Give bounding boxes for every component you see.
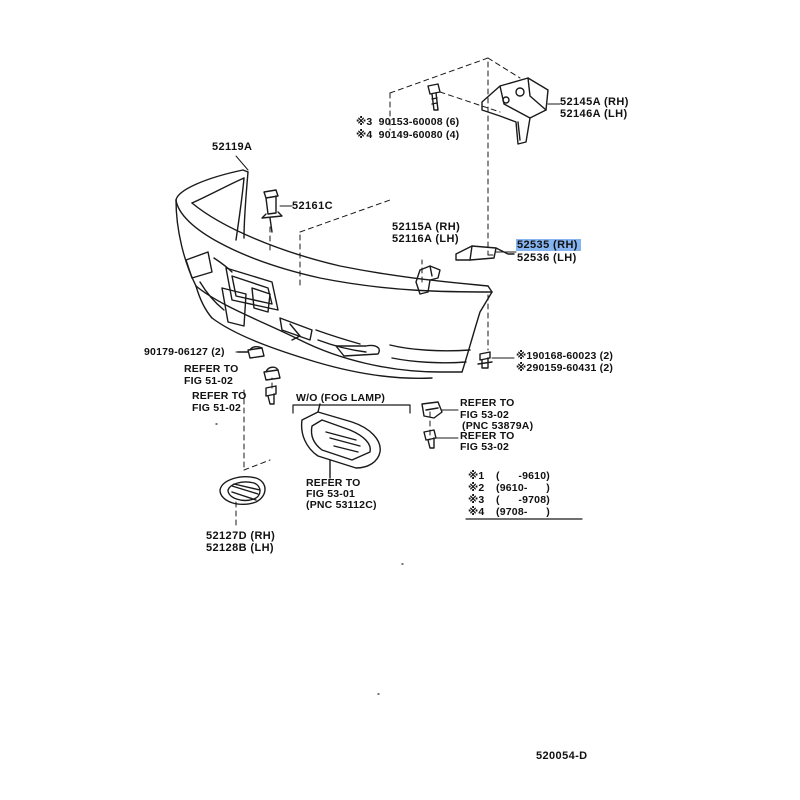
label-52116a: 52116A (LH): [392, 233, 459, 245]
legend-mark-4: ※4: [468, 506, 485, 518]
legend-mark-3: ※3: [468, 494, 485, 506]
bumper-clip: [477, 351, 493, 369]
bumper-fastener: [237, 345, 265, 359]
bumper-bracket: [481, 77, 549, 145]
legend-mark-1: ※1: [468, 470, 485, 482]
label-refer-fig5302-a-line1: REFER TO: [460, 397, 515, 409]
legend-range-2: (9610- ): [496, 482, 550, 494]
label-refer-fig5102-b-line1: REFER TO: [192, 390, 247, 402]
label-refer-fig5302-b-line2: FIG 53-02: [460, 441, 510, 453]
side-retainer: [415, 265, 441, 295]
legend-range-4: (9708- ): [496, 506, 550, 518]
label-clip-90159: ※290159-60431 (2): [516, 362, 614, 374]
bumper-spacer: [455, 245, 515, 261]
scan-specks: [215, 423, 404, 695]
label-52536: 52536 (LH): [517, 252, 577, 264]
label-refer-fig5102-b-line2: FIG 51-02: [192, 402, 242, 414]
label-52535: 52535 (RH): [516, 239, 581, 251]
label-52145a: 52145A (RH): [560, 96, 629, 108]
label-refer-fig5301-line2: FIG 53-01: [306, 488, 356, 500]
label-52115a: 52115A (RH): [392, 221, 461, 233]
screw-grommet: [261, 189, 283, 233]
label-refer-fig5102-a-line2: FIG 51-02: [184, 375, 234, 387]
label-refer-fig5301-line1: REFER TO: [306, 477, 361, 489]
label-52161c: 52161C: [292, 200, 333, 212]
label-refer-fig5302-b-line1: REFER TO: [460, 430, 515, 442]
label-refer-fig5301-line3: (PNC 53112C): [306, 499, 377, 511]
legend-mark-2: ※2: [468, 482, 485, 494]
label-clip-90168: ※190168-60023 (2): [516, 350, 614, 362]
label-refer-fig5102-a-line1: REFER TO: [184, 363, 239, 375]
label-bolt-90149: ※4 90149-60080 (4): [356, 129, 460, 141]
label-52146a: 52146A (LH): [560, 108, 628, 120]
legend-range-1: ( -9610): [496, 470, 550, 482]
bolt: [427, 83, 441, 111]
legend-range-3: ( -9708): [496, 494, 550, 506]
label-bolt-90153: ※3 90153-60008 (6): [356, 116, 460, 128]
label-52119a: 52119A: [212, 141, 253, 153]
fog-lamp-cover: [300, 403, 381, 479]
highlight-52535: 52535 (RH): [516, 239, 581, 251]
diagram-id: 520054-D: [536, 750, 588, 762]
bumper-hole-cover: [219, 476, 266, 506]
leader-lines: [235, 103, 561, 439]
fog-lamp-bracket: [421, 401, 443, 449]
front-bumper-cover: [175, 169, 493, 380]
label-refer-fig5302-a-line2: FIG 53-02: [460, 409, 510, 421]
fog-lamp-nut: [263, 366, 281, 405]
label-90179: 90179-06127 (2): [144, 346, 225, 358]
fog-lamp-group-bracket: [292, 404, 411, 414]
label-52127d: 52127D (RH): [206, 530, 276, 542]
label-52128b: 52128B (LH): [206, 542, 274, 554]
label-refer-fig5302-a-line3: (PNC 53879A): [462, 420, 534, 432]
label-wo-fog-lamp: W/O (FOG LAMP): [296, 392, 386, 404]
